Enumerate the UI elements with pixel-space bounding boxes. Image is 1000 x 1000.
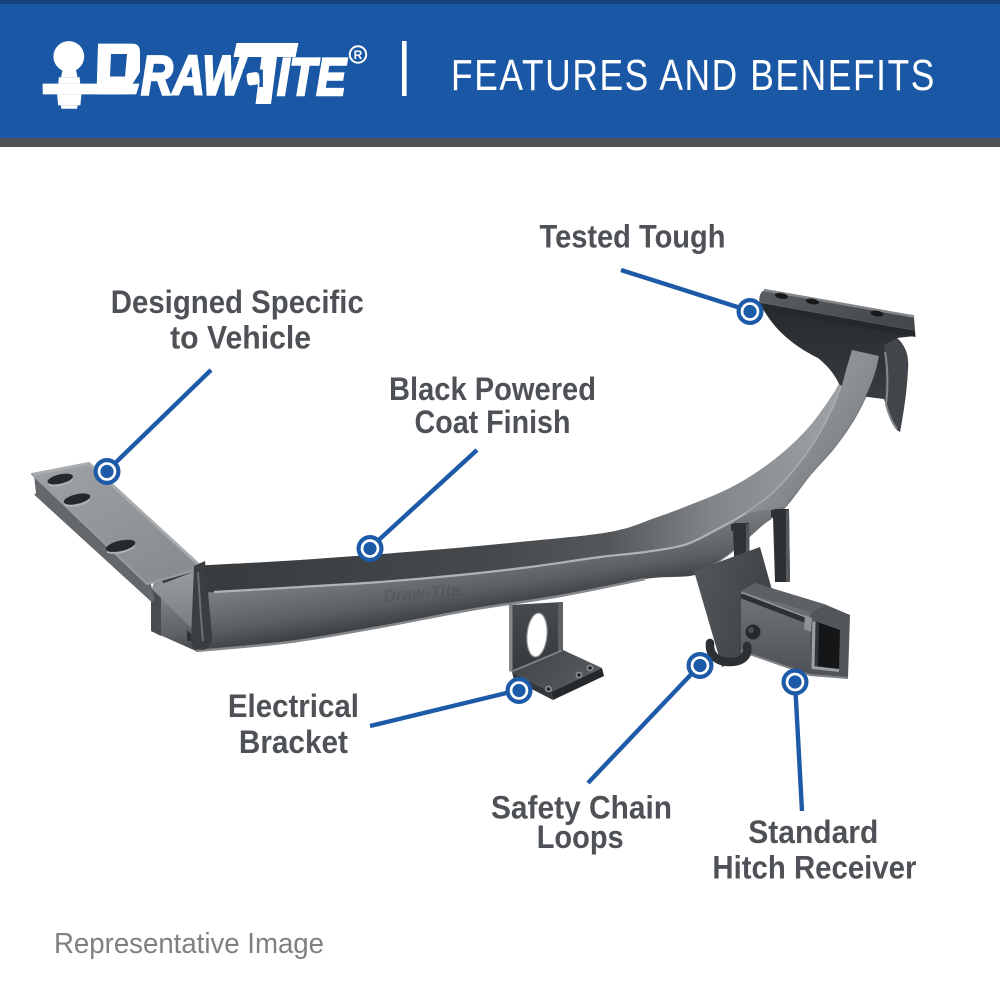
svg-text:R: R [354, 48, 363, 62]
svg-text:Hitch Receiver: Hitch Receiver [712, 850, 916, 886]
svg-text:ITE: ITE [277, 48, 347, 107]
svg-text:Electrical: Electrical [228, 688, 359, 724]
svg-text:FEATURES AND BENEFITS: FEATURES AND BENEFITS [451, 51, 936, 100]
svg-text:Coat Finish: Coat Finish [415, 404, 571, 440]
svg-text:Loops: Loops [537, 819, 624, 855]
svg-text:Safety Chain: Safety Chain [491, 789, 672, 825]
svg-text:to Vehicle: to Vehicle [170, 320, 311, 356]
svg-text:Standard: Standard [748, 814, 878, 850]
svg-text:Designed Specific: Designed Specific [111, 284, 364, 320]
svg-text:RAW: RAW [141, 43, 247, 106]
svg-text:Representative Image: Representative Image [54, 928, 324, 960]
svg-text:Black Powered: Black Powered [389, 371, 596, 407]
svg-text:Bracket: Bracket [239, 724, 348, 760]
svg-text:Tested Tough: Tested Tough [540, 219, 726, 255]
